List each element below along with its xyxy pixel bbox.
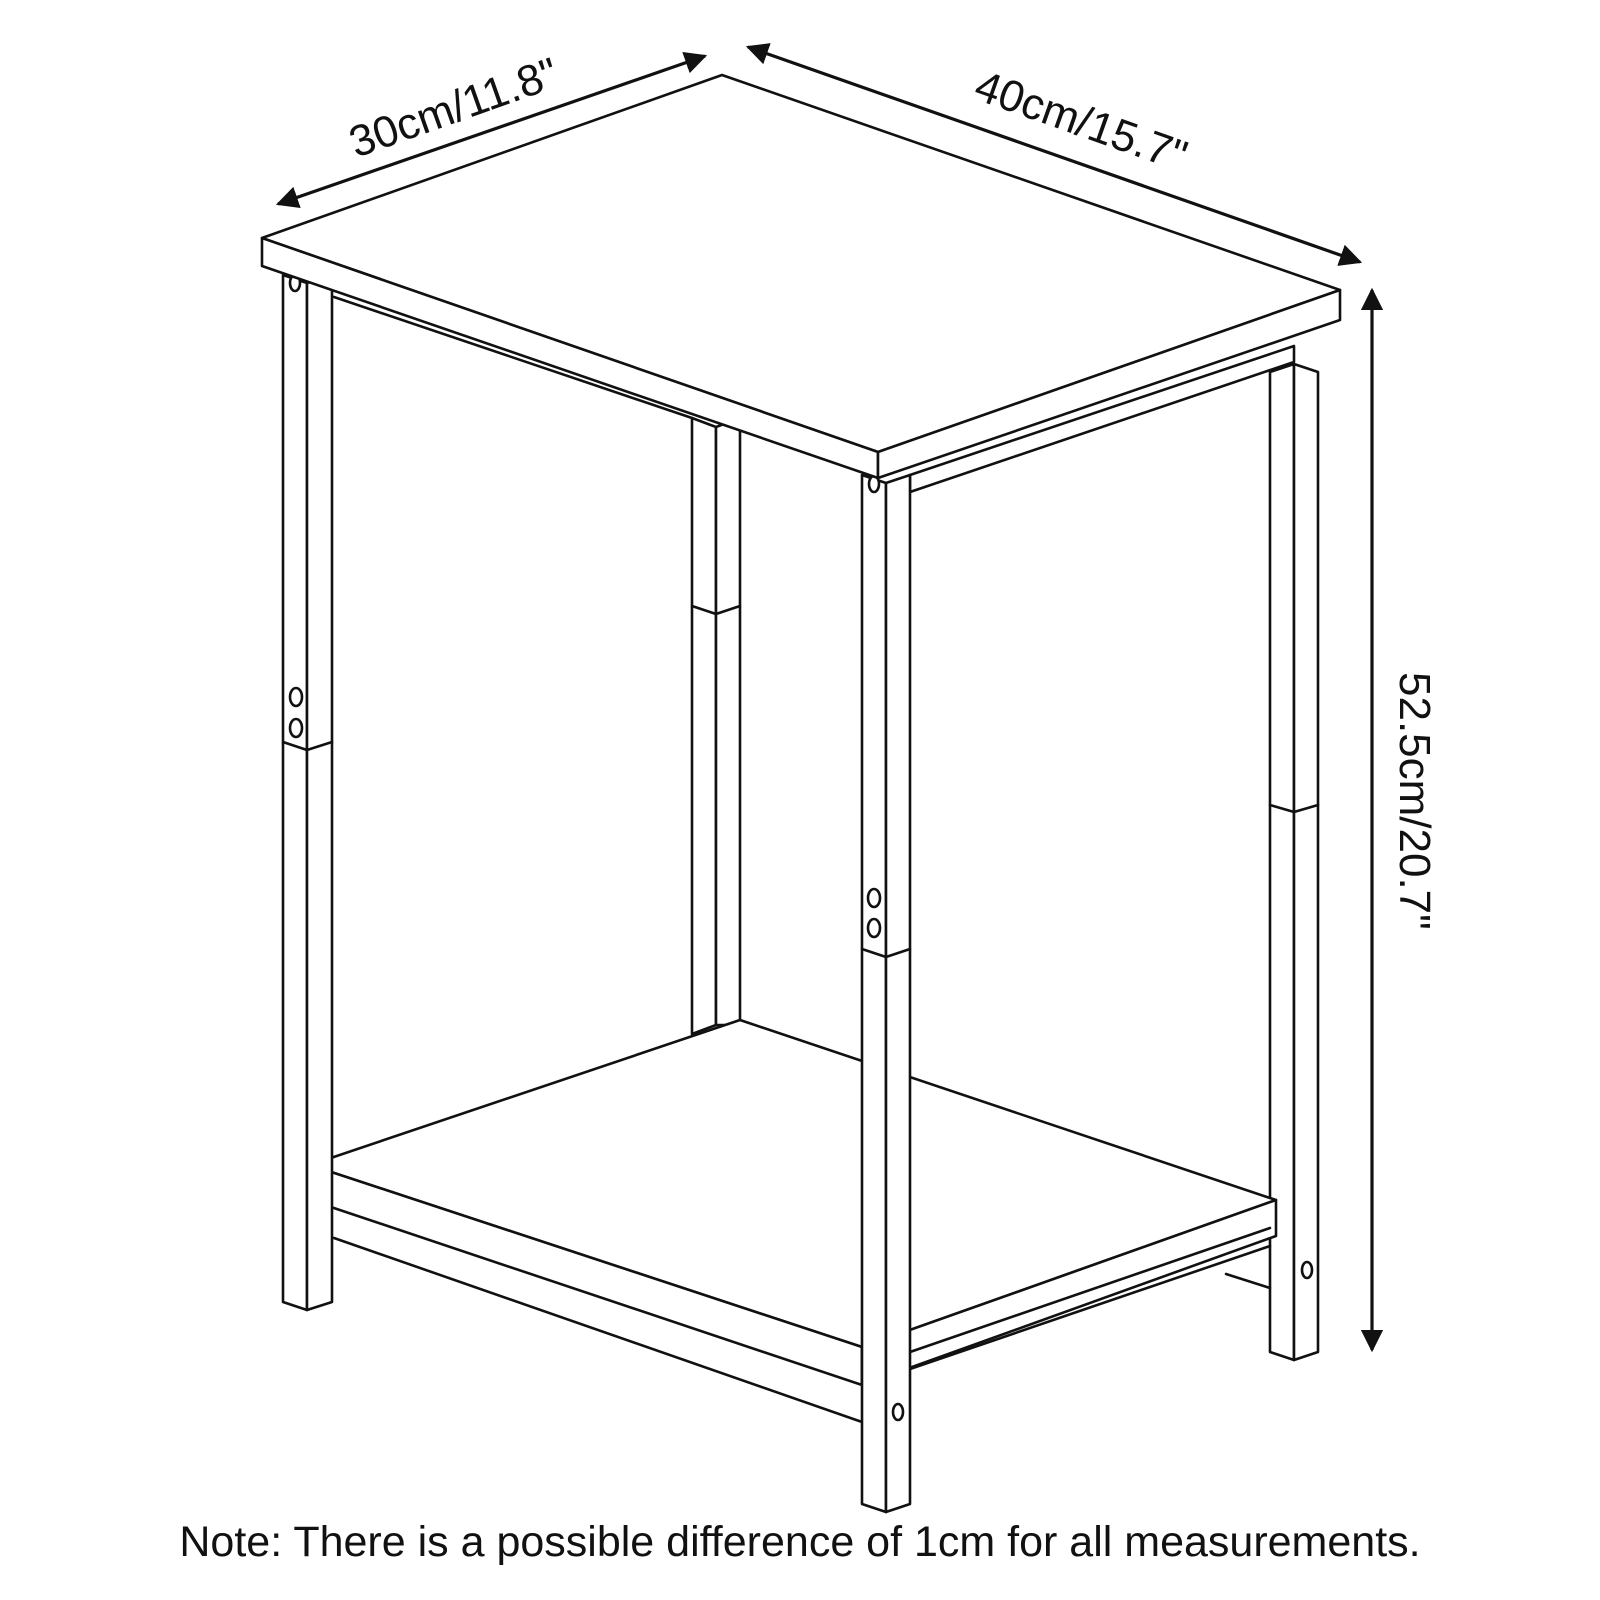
lower-shelf [308,1018,1278,1387]
height-label: 52.5cm/20.7" [1390,672,1439,930]
height-dimension: 52.5cm/20.7" [1360,287,1439,1353]
width-arrow [745,43,1363,266]
measurement-note: Note: There is a possible difference of … [179,1518,1421,1566]
lower-stretchers [332,1226,1272,1424]
front-left-leg [281,273,334,1312]
back-right-leg [1268,362,1320,1362]
front-corner-leg [860,473,912,1514]
depth-arrow [275,52,708,208]
back-left-leg [690,416,742,1036]
